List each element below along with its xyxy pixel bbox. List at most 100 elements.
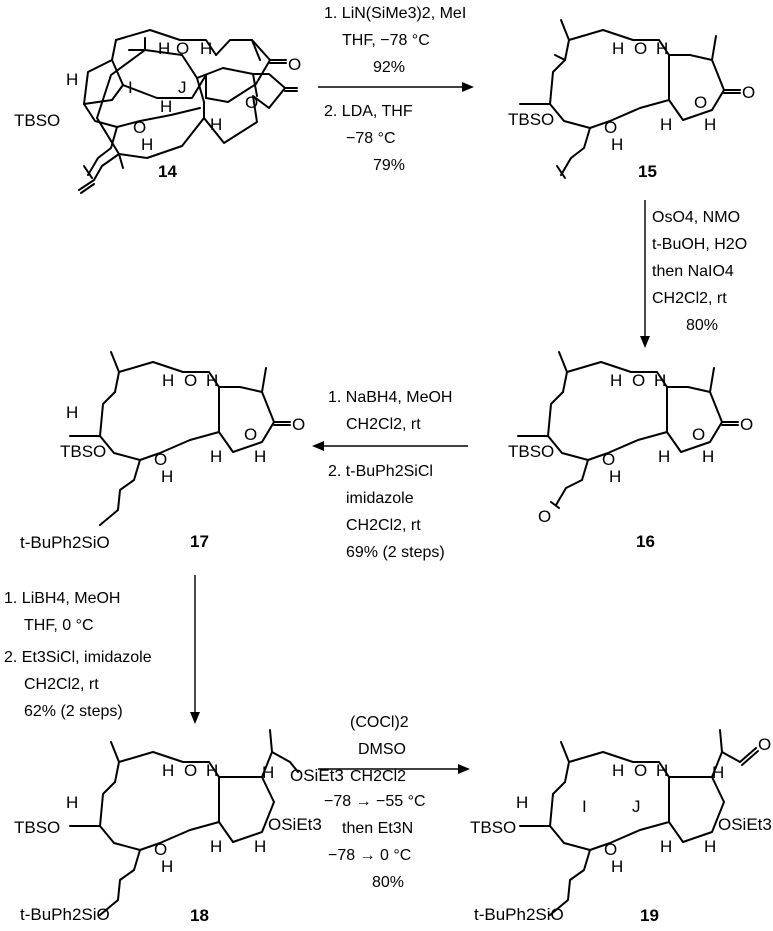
osiet3-label: OSiEt3 bbox=[290, 766, 344, 785]
osiet3-label: OSiEt3 bbox=[268, 815, 322, 834]
h-label: H bbox=[160, 97, 172, 116]
compound-17-label: 17 bbox=[190, 532, 209, 551]
h-label: H bbox=[162, 761, 174, 780]
condition-line: CH2Cl2 bbox=[350, 768, 406, 785]
o-label: O bbox=[634, 761, 647, 780]
h-label: H bbox=[654, 371, 666, 390]
h-label: H bbox=[660, 115, 672, 134]
o-label: O bbox=[694, 93, 707, 112]
arrow-18-to-19 bbox=[318, 764, 470, 774]
h-label: H bbox=[660, 837, 672, 856]
h-label: H bbox=[66, 793, 78, 812]
conditions-step4: 1. LiBH4, MeOH THF, 0 °C 2. Et3SiCl, imi… bbox=[4, 590, 152, 720]
o-label: O bbox=[604, 118, 617, 137]
condition-line: THF, 0 °C bbox=[24, 617, 94, 634]
condition-line: CH2Cl2, rt bbox=[346, 517, 421, 534]
h-label: H bbox=[609, 467, 621, 486]
condition-line: 1. LiBH4, MeOH bbox=[4, 590, 120, 607]
condition-line: 2. t-BuPh2SiCl bbox=[328, 463, 433, 480]
ring-i-label: I bbox=[128, 78, 133, 97]
o-label: O bbox=[538, 507, 551, 526]
o-label: O bbox=[245, 93, 258, 112]
condition-line: −78 → −55 °C bbox=[324, 793, 426, 810]
o-label: O bbox=[184, 761, 197, 780]
o-label: O bbox=[133, 118, 146, 137]
h-label: H bbox=[254, 837, 266, 856]
o-label: O bbox=[632, 371, 645, 390]
condition-line: DMSO bbox=[358, 741, 406, 758]
compound-14-structure bbox=[83, 29, 287, 179]
h-label: H bbox=[162, 371, 174, 390]
h-label: H bbox=[516, 793, 528, 812]
condition-line: 2. Et3SiCl, imidazole bbox=[4, 649, 152, 666]
h-label: H bbox=[658, 447, 670, 466]
tbso-label: TBSO bbox=[14, 818, 60, 837]
osiet3-label: OSiEt3 bbox=[718, 815, 772, 834]
condition-line: 80% bbox=[372, 874, 404, 891]
tbdps-o-label: t-BuPh2SiO bbox=[20, 533, 110, 552]
h-label: H bbox=[66, 70, 78, 89]
h-label: H bbox=[702, 447, 714, 466]
h-label: H bbox=[141, 135, 153, 154]
o-label: O bbox=[758, 735, 771, 754]
ring-i-label: I bbox=[582, 797, 587, 816]
arrow-16-to-17 bbox=[312, 441, 468, 451]
h-label: H bbox=[210, 837, 222, 856]
condition-line: THF, −78 °C bbox=[342, 32, 430, 49]
condition-line: 62% (2 steps) bbox=[24, 703, 123, 720]
o-label: O bbox=[740, 415, 753, 434]
condition-line: t-BuOH, H2O bbox=[652, 236, 747, 253]
o-label: O bbox=[154, 840, 167, 859]
h-label: H bbox=[210, 447, 222, 466]
condition-line: CH2Cl2, rt bbox=[24, 676, 99, 693]
o-label: O bbox=[292, 415, 305, 434]
o-label: O bbox=[244, 425, 257, 444]
condition-line: −78 °C bbox=[346, 130, 396, 147]
arrow-17-to-18 bbox=[190, 575, 200, 724]
arrow-14-to-15 bbox=[318, 82, 474, 92]
o-label: O bbox=[184, 371, 197, 390]
o-label: O bbox=[692, 425, 705, 444]
h-label: H bbox=[66, 403, 78, 422]
condition-line: OsO4, NMO bbox=[652, 209, 740, 226]
h-label: H bbox=[612, 761, 624, 780]
condition-line: 1. NaBH4, MeOH bbox=[328, 389, 452, 406]
condition-line: CH2Cl2, rt bbox=[346, 416, 421, 433]
tbso-label: TBSO bbox=[508, 442, 554, 461]
o-label: O bbox=[742, 83, 755, 102]
compound-19-structure bbox=[519, 729, 759, 916]
h-label: H bbox=[158, 39, 170, 58]
h-label: H bbox=[210, 115, 222, 134]
h-label: H bbox=[704, 115, 716, 134]
conditions-step5: (COCl)2 DMSO CH2Cl2 −78 → −55 °C then Et… bbox=[324, 714, 426, 891]
condition-line: 2. LDA, THF bbox=[324, 103, 413, 120]
compound-16-label: 16 bbox=[636, 532, 655, 551]
conditions-step1: 1. LiN(SiMe3)2, MeI THF, −78 °C 92% 2. L… bbox=[324, 5, 466, 174]
condition-line: imidazole bbox=[346, 490, 414, 507]
tbso-label: TBSO bbox=[508, 110, 554, 129]
h-label: H bbox=[161, 857, 173, 876]
h-label: H bbox=[612, 39, 624, 58]
conditions-step3: 1. NaBH4, MeOH CH2Cl2, rt 2. t-BuPh2SiCl… bbox=[328, 389, 452, 561]
o-label: O bbox=[634, 39, 647, 58]
o-label: O bbox=[288, 55, 301, 74]
h-label: H bbox=[262, 763, 274, 782]
arrow-15-to-16 bbox=[640, 200, 650, 348]
tbso-label: TBSO bbox=[470, 818, 516, 837]
h-label: H bbox=[704, 837, 716, 856]
compound-17-structure bbox=[69, 351, 291, 526]
h-label: H bbox=[206, 761, 218, 780]
compound-19-label: 19 bbox=[640, 906, 659, 925]
h-label: H bbox=[206, 371, 218, 390]
compound-18-structure bbox=[69, 729, 299, 916]
condition-line: then Et3N bbox=[342, 820, 413, 837]
condition-line: CH2Cl2, rt bbox=[652, 290, 727, 307]
tbdps-o-label: t-BuPh2SiO bbox=[474, 905, 564, 924]
tbso-label: TBSO bbox=[14, 111, 60, 130]
ring-j-label: J bbox=[632, 797, 641, 816]
compound-18-label: 18 bbox=[190, 906, 209, 925]
compound-15-structure bbox=[519, 19, 741, 179]
o-label: O bbox=[604, 840, 617, 859]
h-label: H bbox=[610, 371, 622, 390]
